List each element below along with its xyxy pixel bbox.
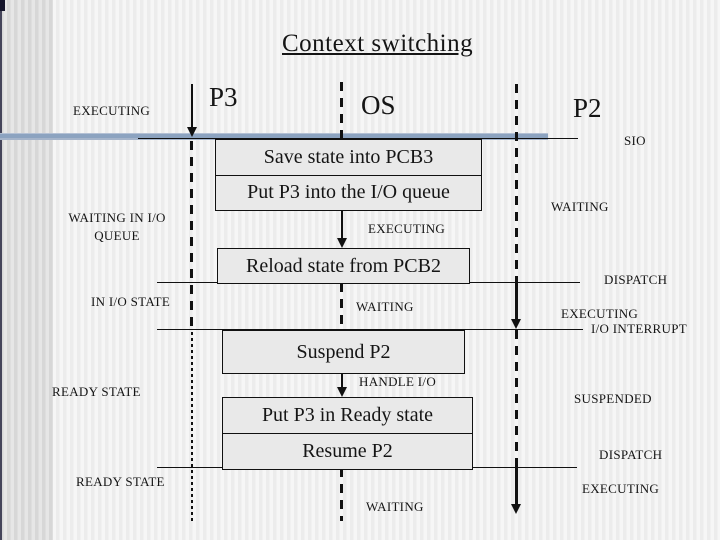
column-header-p3: P3 bbox=[209, 82, 238, 112]
left-label-waiting-in-io-line1: WAITING IN I/O bbox=[68, 210, 166, 225]
box-save-state-line2: Put P3 into the I/O queue bbox=[247, 181, 450, 204]
left-label-waiting-in-io-queue: WAITING IN I/O QUEUE bbox=[39, 209, 195, 245]
center-label-waiting-2: WAITING bbox=[366, 499, 424, 514]
box-put-ready-line1: Put P3 in Ready state bbox=[223, 398, 472, 434]
left-edge-corner-square bbox=[0, 0, 5, 11]
os-dashed-line-top bbox=[340, 82, 343, 139]
p2-executing-arrow-1 bbox=[515, 282, 518, 319]
center-label-waiting-1: WAITING bbox=[356, 299, 414, 314]
center-label-handle-io: HANDLE I/O bbox=[359, 374, 437, 389]
transition-line-sio bbox=[138, 138, 578, 139]
left-label-executing: EXECUTING bbox=[73, 103, 151, 118]
right-label-waiting: WAITING bbox=[551, 199, 609, 214]
column-header-os: OS bbox=[361, 90, 396, 120]
p3-waiting-dashed-line bbox=[190, 141, 193, 332]
left-label-ready-state-1: READY STATE bbox=[52, 384, 141, 399]
right-label-io-interrupt: I/O INTERRUPT bbox=[591, 321, 687, 336]
p3-ready-dotted-line bbox=[191, 332, 193, 522]
right-label-dispatch-1: DISPATCH bbox=[604, 272, 668, 287]
box-save-state-line1: Save state into PCB3 bbox=[216, 140, 481, 176]
right-label-dispatch-2: DISPATCH bbox=[599, 447, 663, 462]
right-label-suspended: SUSPENDED bbox=[574, 391, 652, 406]
os-handle-io-arrow bbox=[341, 372, 343, 388]
left-label-in-io-state: IN I/O STATE bbox=[91, 294, 171, 309]
left-label-ready-state-2: READY STATE bbox=[76, 474, 165, 489]
page-title: Context switching bbox=[282, 30, 474, 57]
p2-arrowhead-2-icon bbox=[511, 504, 521, 514]
os-arrowhead-2-icon bbox=[337, 387, 347, 397]
right-label-sio: SIO bbox=[624, 133, 646, 148]
column-header-p2: P2 bbox=[573, 93, 602, 123]
p3-executing-line bbox=[191, 84, 193, 127]
os-arrowhead-1-icon bbox=[337, 238, 347, 248]
box-reload-state-line1: Reload state from PCB2 bbox=[246, 254, 441, 277]
os-waiting-dashed-line bbox=[340, 283, 343, 329]
box-put-ready: Put P3 in Ready state Resume P2 bbox=[222, 397, 473, 470]
right-label-executing-2: EXECUTING bbox=[582, 481, 660, 496]
box-save-state: Save state into PCB3 Put P3 into the I/O… bbox=[215, 139, 482, 211]
left-stripe-band bbox=[0, 0, 53, 540]
right-label-executing-1: EXECUTING bbox=[561, 306, 639, 321]
left-label-waiting-in-io-line2: QUEUE bbox=[94, 228, 140, 243]
os-executing-arrow-1 bbox=[341, 209, 343, 239]
center-label-executing: EXECUTING bbox=[368, 221, 446, 236]
box-reload-state: Reload state from PCB2 bbox=[217, 248, 470, 284]
accent-rule bbox=[0, 133, 548, 140]
left-edge-line bbox=[0, 0, 2, 540]
p2-dashed-line-top bbox=[515, 84, 518, 282]
box-put-ready-line2: Resume P2 bbox=[302, 440, 393, 462]
box-suspend-p2: Suspend P2 bbox=[222, 330, 465, 374]
box-suspend-p2-line1: Suspend P2 bbox=[296, 340, 391, 363]
transition-line-io-interrupt bbox=[157, 329, 583, 330]
p2-executing-arrow-2 bbox=[515, 461, 518, 504]
p3-arrowhead-icon bbox=[187, 127, 197, 137]
p2-suspended-dashed-line bbox=[515, 330, 518, 461]
os-dashed-line-bottom bbox=[340, 468, 343, 521]
p2-arrowhead-1-icon bbox=[511, 319, 521, 329]
